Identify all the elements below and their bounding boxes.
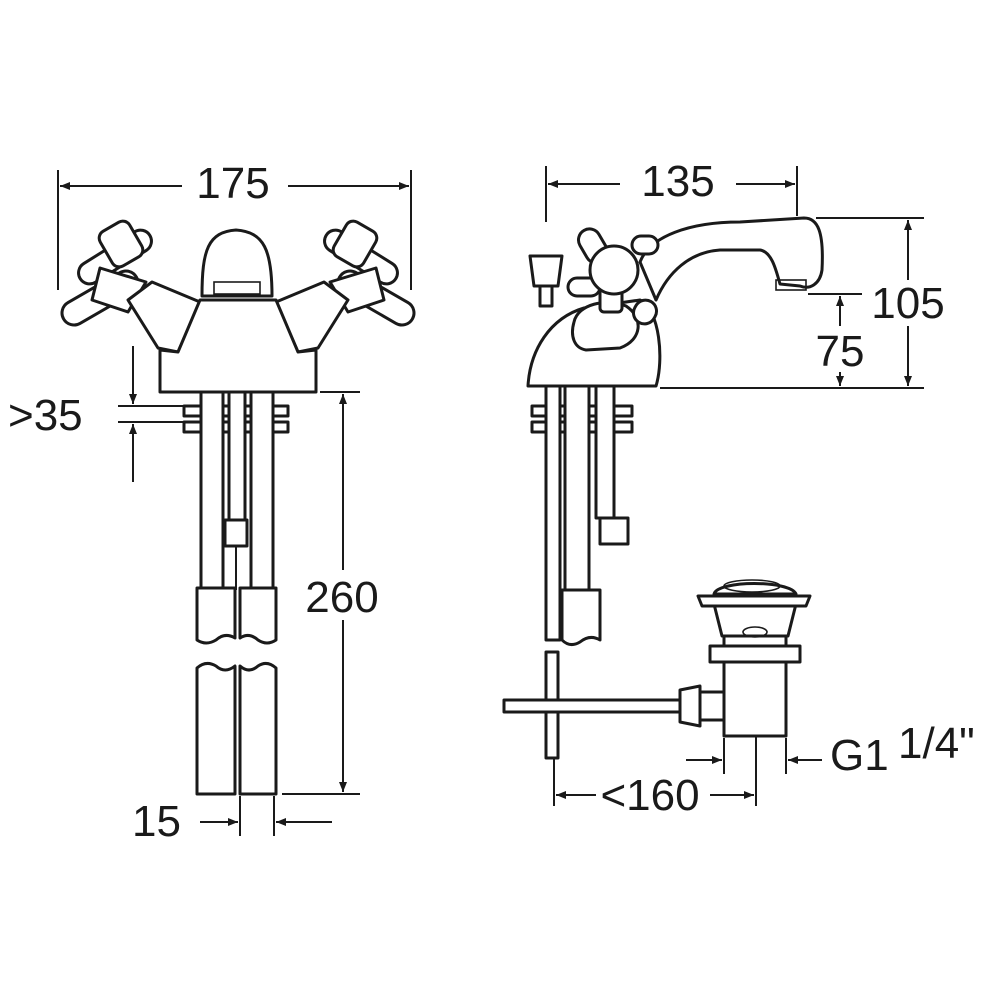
- dimension-thread: G1 1/4": [686, 719, 975, 780]
- front-hose-left-upper: [195, 586, 237, 645]
- label-175: 175: [196, 159, 269, 208]
- side-cross-handle: [566, 227, 660, 326]
- dimension-spout-75: 75: [808, 293, 865, 386]
- side-stud-nut: [598, 516, 630, 546]
- dimension-height-260: 260: [282, 391, 385, 795]
- label-thread-main: G1: [830, 731, 889, 780]
- label-260: 260: [305, 573, 378, 622]
- side-view: 135: [502, 157, 975, 820]
- front-pipe-right: [249, 390, 275, 590]
- label-160: <160: [600, 771, 699, 820]
- side-hose-upper: [560, 588, 602, 647]
- dimension-waste-160: <160: [553, 736, 757, 820]
- front-pipe-center: [227, 390, 247, 522]
- label-thread-fraction: 1/4": [898, 719, 975, 768]
- side-pipe-1: [563, 384, 591, 592]
- dimension-width-175: 175: [57, 159, 412, 290]
- front-spout: [200, 228, 274, 298]
- front-faucet-body: [60, 219, 416, 796]
- side-spout: [638, 216, 824, 302]
- front-hose-right-upper: [238, 586, 278, 645]
- dimension-depth-135: 135: [545, 157, 798, 222]
- front-view: 175: [8, 159, 416, 846]
- left-cross-handle: [60, 219, 153, 327]
- side-valve-bonnet: [571, 301, 640, 352]
- front-hose-right-lower: [238, 661, 278, 796]
- label-75: 75: [816, 327, 865, 376]
- side-lever-knob: [528, 254, 564, 288]
- dimension-deck-35: >35: [8, 346, 184, 482]
- label-35: >35: [8, 391, 83, 440]
- dimension-spout-105: 105: [660, 217, 948, 389]
- side-pipe-2: [594, 384, 616, 520]
- pop-up-waste: [678, 579, 812, 738]
- label-105: 105: [871, 279, 944, 328]
- label-135: 135: [641, 157, 714, 206]
- side-faucet-body: [502, 216, 824, 760]
- side-rod: [544, 384, 562, 642]
- label-15: 15: [132, 797, 181, 846]
- front-stud-nut: [223, 518, 249, 548]
- front-hose-left-lower: [195, 661, 237, 796]
- side-waste-cross: [502, 698, 686, 714]
- front-pipe-left: [199, 390, 225, 590]
- dimension-spacing-15: 15: [132, 796, 332, 846]
